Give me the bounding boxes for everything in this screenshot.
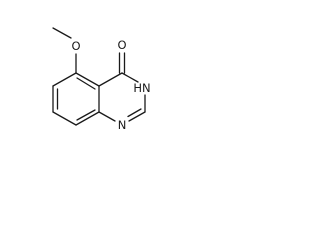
bond-c2-n1-inner <box>127 108 142 118</box>
bond-c8-c8a-inner <box>76 109 96 121</box>
bond-o-ch3 <box>52 27 72 39</box>
bond-c2-n1 <box>128 111 146 122</box>
bond-c4a-c4 <box>98 72 123 87</box>
atom-label-nh-nitrogen: N <box>142 81 151 95</box>
bond-c7-c8 <box>52 111 77 126</box>
atom-label-nh-hydrogen: H <box>133 81 142 95</box>
carbonyl-group <box>118 52 126 74</box>
bond-c4a-c5 <box>75 72 100 87</box>
bond-c8-c8a <box>75 111 100 126</box>
atom-label-carbonyl-oxygen: O <box>117 38 126 52</box>
bond-c4-n3 <box>121 72 139 83</box>
atom-label-methoxy-oxygen: O <box>71 39 80 53</box>
atom-label-ring-nitrogen: N <box>118 118 127 132</box>
bond-n1-c8a <box>98 111 116 122</box>
benzene-ring <box>52 72 100 126</box>
methoxy-group <box>52 27 77 74</box>
pyrimidinone-ring <box>98 72 146 122</box>
bond-c4a-c5-inner <box>76 77 96 90</box>
bond-c5-c6 <box>52 72 77 87</box>
molecule-structure: O O H N N <box>52 27 151 132</box>
